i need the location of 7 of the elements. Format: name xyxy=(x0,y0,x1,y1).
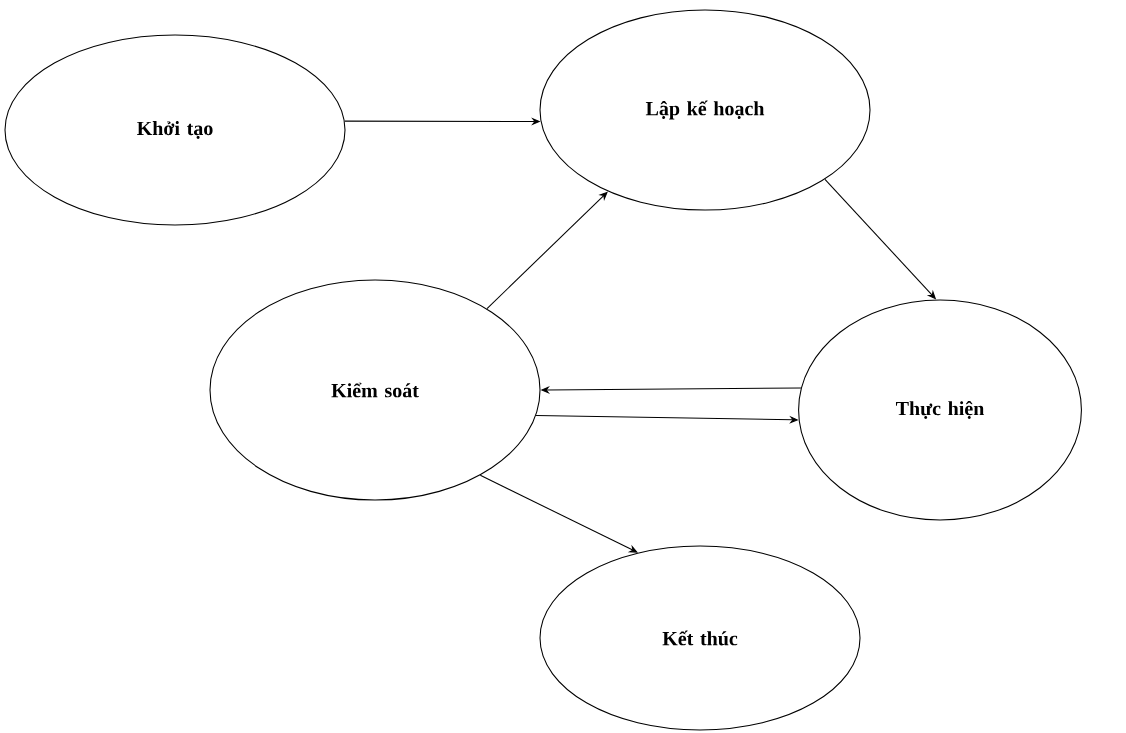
arrow xyxy=(479,474,638,553)
ellipse-node: Kiểm soát xyxy=(209,279,541,501)
arrow xyxy=(486,191,608,310)
ellipse-node: Lập kế hoạch xyxy=(539,9,871,211)
ellipse-node: Thực hiện xyxy=(798,299,1082,521)
ellipse-node: Khởi tạo xyxy=(4,34,346,226)
ellipse-node: Kết thúc xyxy=(539,545,861,731)
